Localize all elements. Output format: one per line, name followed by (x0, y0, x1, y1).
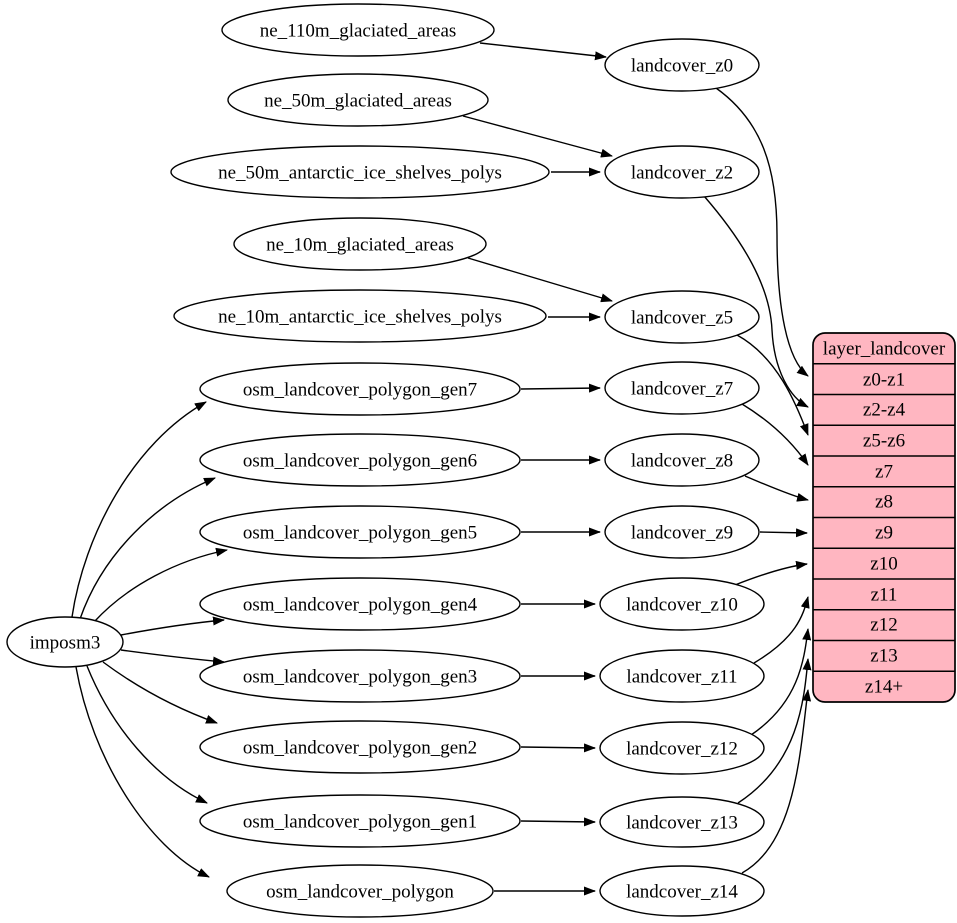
label-landcover-z12: landcover_z12 (626, 739, 738, 760)
edge-ne-110m-glaciated-areas-to-landcover-z0 (479, 42, 607, 61)
edge-osm-landcover-polygon-gen7-to-landcover-z7 (520, 383, 601, 393)
table-row-z2-z4: z2-z4 (863, 400, 906, 421)
edge-osm-landcover-polygon-gen1-to-landcover-z13 (520, 817, 596, 827)
node-landcover-z7 (604, 361, 760, 415)
label-landcover-z7: landcover_z7 (631, 379, 733, 400)
label-ne-10m-glaciated-areas: ne_10m_glaciated_areas (266, 235, 454, 256)
node-landcover-z0 (604, 38, 760, 92)
label-osm-landcover-polygon-gen5: osm_landcover_polygon_gen5 (243, 523, 477, 544)
label-osm-landcover-polygon-gen4: osm_landcover_polygon_gen4 (243, 595, 478, 616)
node-ne-110m-glaciated-areas (221, 3, 495, 57)
table-row-z5-z6: z5-z6 (863, 431, 905, 452)
edge-landcover-z14-to-row-z14plus (741, 689, 812, 874)
label-ne-110m-glaciated-areas: ne_110m_glaciated_areas (260, 21, 457, 42)
label-osm-landcover-polygon-gen6: osm_landcover_polygon_gen6 (243, 451, 477, 472)
edge-landcover-z2-to-row-z2-z4 (703, 195, 809, 408)
node-osm-landcover-polygon-gen6 (199, 433, 521, 487)
label-osm-landcover-polygon: osm_landcover_polygon (266, 882, 454, 903)
edge-landcover-z11-to-row-z11 (753, 596, 810, 664)
label-landcover-z11: landcover_z11 (626, 667, 737, 688)
table-row-z13: z13 (870, 646, 897, 667)
edge-landcover-z7-to-row-z7 (741, 403, 809, 466)
edge-landcover-z5-to-row-z5-z6 (736, 334, 809, 436)
edge-imposm3-to-osm-landcover-polygon-gen4 (120, 616, 225, 636)
node-ne-10m-glaciated-areas (233, 217, 487, 271)
node-osm-landcover-polygon-gen3 (199, 649, 521, 703)
label-landcover-z2: landcover_z2 (631, 163, 733, 184)
node-landcover-z9 (604, 505, 760, 559)
edge-imposm3-to-osm-landcover-polygon-gen5 (93, 547, 228, 623)
edge-landcover-z12-to-row-z12 (750, 628, 812, 736)
edge-imposm3-to-osm-landcover-polygon-gen2 (102, 661, 218, 724)
table-title: layer_landcover (823, 339, 946, 360)
table-row-z14plus: z14+ (865, 677, 903, 698)
edge-osm-landcover-polygon-gen2-to-landcover-z12 (520, 743, 596, 753)
edge-landcover-z0-to-row-z0-z1 (715, 87, 809, 377)
node-ne-50m-glaciated-areas (227, 73, 489, 127)
label-landcover-z0: landcover_z0 (631, 56, 733, 77)
label-landcover-z13: landcover_z13 (626, 813, 738, 834)
label-landcover-z8: landcover_z8 (631, 451, 733, 472)
node-imposm3 (6, 616, 124, 668)
node-osm-landcover-polygon-gen5 (199, 505, 521, 559)
node-ne-50m-antarctic-ice-shelves-polys (170, 145, 550, 199)
node-osm-landcover-polygon-gen2 (199, 720, 521, 774)
label-landcover-z5: landcover_z5 (631, 308, 733, 329)
node-landcover-z12 (599, 721, 765, 775)
label-ne-50m-antarctic-ice-shelves-polys: ne_50m_antarctic_ice_shelves_polys (218, 163, 502, 184)
label-osm-landcover-polygon-gen2: osm_landcover_polygon_gen2 (243, 738, 477, 759)
edge-ne-10m-glaciated-areas-to-landcover-z5 (467, 257, 613, 303)
edge-ne-50m-glaciated-areas-to-landcover-z2 (462, 115, 613, 158)
table-row-z10: z10 (870, 554, 897, 575)
node-landcover-z11 (599, 649, 765, 703)
table-row-z8: z8 (875, 492, 893, 513)
node-landcover-z2 (604, 145, 760, 199)
node-osm-landcover-polygon-gen4 (199, 577, 521, 631)
edge-landcover-z9-to-row-z9 (759, 528, 808, 538)
table-row-z7: z7 (875, 462, 893, 483)
node-osm-landcover-polygon-gen7 (199, 362, 521, 416)
node-osm-landcover-polygon (226, 864, 494, 918)
label-osm-landcover-polygon-gen7: osm_landcover_polygon_gen7 (243, 380, 477, 401)
edge-imposm3-to-osm-landcover-polygon-gen3 (120, 649, 225, 666)
label-osm-landcover-polygon-gen1: osm_landcover_polygon_gen1 (243, 812, 477, 833)
node-landcover-z14 (599, 865, 765, 917)
edge-landcover-z8-to-row-z8 (744, 475, 809, 502)
table-row-z0-z1: z0-z1 (863, 370, 905, 391)
label-imposm3: imposm3 (30, 633, 101, 654)
label-landcover-z10: landcover_z10 (626, 595, 738, 616)
node-landcover-z10 (599, 577, 765, 631)
table-row-z12: z12 (870, 615, 897, 636)
table-row-z11: z11 (871, 585, 898, 606)
label-ne-50m-glaciated-areas: ne_50m_glaciated_areas (264, 91, 452, 112)
label-ne-10m-antarctic-ice-shelves-polys: ne_10m_antarctic_ice_shelves_polys (218, 307, 502, 328)
edge-landcover-z10-to-row-z10 (734, 560, 808, 586)
edge-imposm3-to-osm-landcover-polygon-gen7 (71, 401, 207, 618)
table-row-dividers (813, 363, 955, 672)
edge-imposm3-to-osm-landcover-polygon-gen1 (86, 665, 208, 804)
node-landcover-z5 (604, 290, 760, 344)
label-landcover-z9: landcover_z9 (631, 523, 733, 544)
label-osm-landcover-polygon-gen3: osm_landcover_polygon_gen3 (243, 667, 477, 688)
edge-landcover-z13-to-row-z13 (737, 658, 812, 804)
node-osm-landcover-polygon-gen1 (199, 794, 521, 848)
node-ne-10m-antarctic-ice-shelves-polys (173, 289, 547, 343)
edge-imposm3-to-osm-landcover-polygon (75, 666, 210, 878)
node-landcover-z8 (604, 433, 760, 487)
node-landcover-z13 (599, 796, 765, 848)
table-row-z9: z9 (875, 523, 893, 544)
label-landcover-z14: landcover_z14 (626, 882, 738, 903)
edge-imposm3-to-osm-landcover-polygon-gen6 (79, 477, 216, 620)
